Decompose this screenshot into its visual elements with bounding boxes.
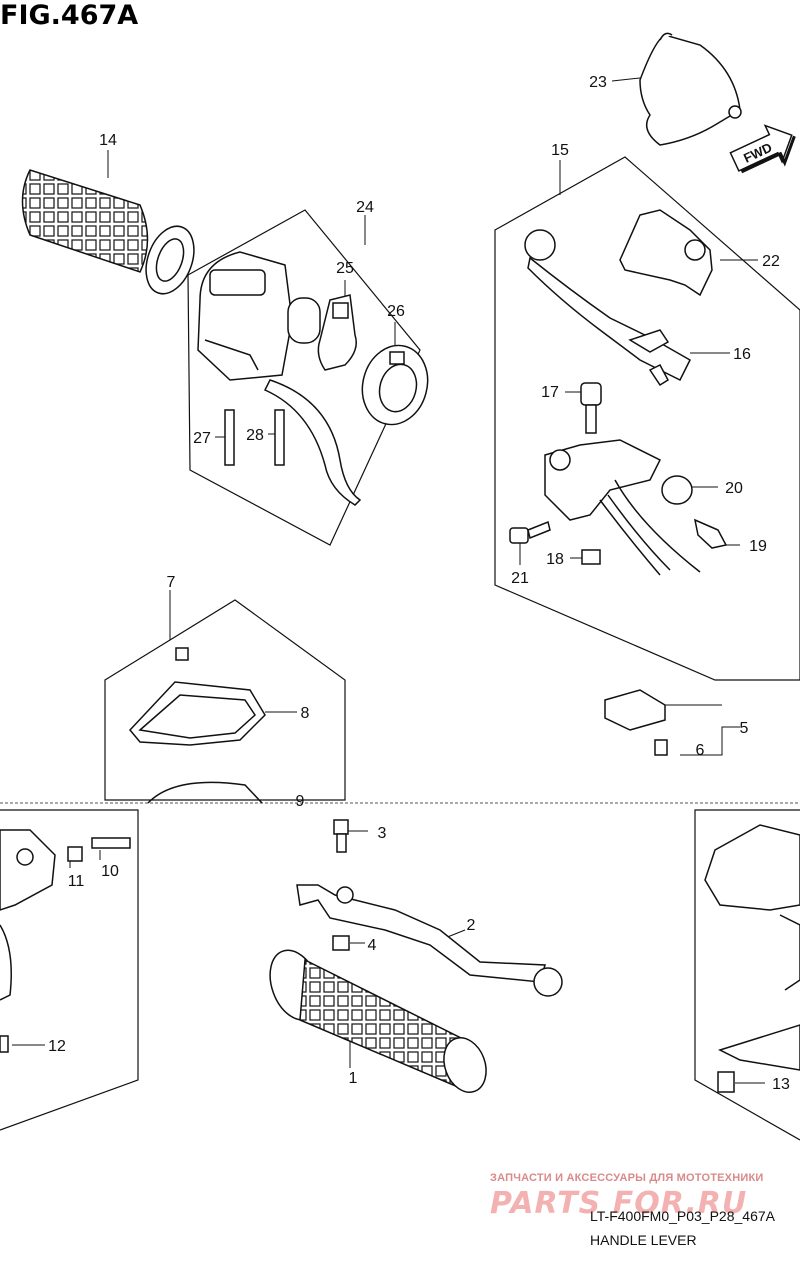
callout-21: 21 [511,570,529,587]
callout-5: 5 [740,720,749,737]
callout-19: 19 [749,538,767,555]
part-ring-26 [361,344,429,426]
callout-15: 15 [551,142,569,159]
part-cover-23 [639,32,742,146]
callout-2: 2 [467,917,476,934]
callout-14: 14 [99,132,117,149]
callout-18: 18 [546,551,564,568]
part-lever-2 [296,884,563,997]
watermark-tagline: ЗАПЧАСТИ И АКСЕССУАРЫ ДЛЯ МОТОТЕХНИКИ [490,1172,764,1184]
group-outline-right [694,809,800,1141]
callout-7: 7 [167,574,176,591]
part-housing-left [0,829,131,1053]
part-lever-15 [524,229,691,387]
part-switch-24 [197,251,362,506]
part-cap-20 [661,475,693,505]
part-bolt-21 [509,520,551,544]
part-pin-3 [333,819,349,853]
group-outline-7 [104,599,346,801]
callout-28: 28 [246,427,264,444]
group-outline-24 [187,209,421,546]
callout-1: 1 [349,1070,358,1087]
fwd-arrow-icon: FWD [729,124,796,174]
callout-20: 20 [725,480,743,497]
part-screw-19 [693,518,728,549]
figure-code: LT-F400FM0_P03_P28_467A [590,1208,775,1224]
part-switch-5 [604,689,668,756]
callout-24: 24 [356,199,374,216]
part-bracket-22 [619,209,713,297]
callout-23: 23 [589,74,607,91]
part-nut-18 [581,549,601,565]
callout-13: 13 [772,1076,790,1093]
group-outline-15 [494,156,800,681]
group-outline-left [0,809,139,1131]
callout-26: 26 [387,303,405,320]
callout-16: 16 [733,346,751,363]
callout-labels: 1 2 3 4 5 6 7 8 9 10 11 12 13 14 15 16 1… [48,74,790,1093]
callout-6: 6 [696,742,705,759]
part-housing-right [704,824,800,1093]
callout-17: 17 [541,384,559,401]
callout-22: 22 [762,253,780,270]
part-cover-8 [128,647,266,804]
part-grip-1 [269,949,487,1093]
callout-11: 11 [68,873,85,890]
callout-10: 10 [101,863,119,880]
part-nut-4 [332,935,350,951]
callout-27: 27 [193,430,211,447]
part-housing-15 [544,439,701,576]
callout-9: 9 [296,793,305,810]
figure-title: FIG.467A [0,0,139,31]
part-bolt-17 [580,382,602,434]
part-switch-25 [317,294,357,371]
figure-name: HANDLE LEVER [590,1232,697,1248]
part-grip-14 [21,169,195,295]
callout-4: 4 [368,937,377,954]
callout-12: 12 [48,1038,66,1055]
callout-8: 8 [301,705,310,722]
callout-25: 25 [336,260,354,277]
watermark-brand: PARTS FOR.RU [490,1186,748,1221]
callout-3: 3 [378,825,387,842]
